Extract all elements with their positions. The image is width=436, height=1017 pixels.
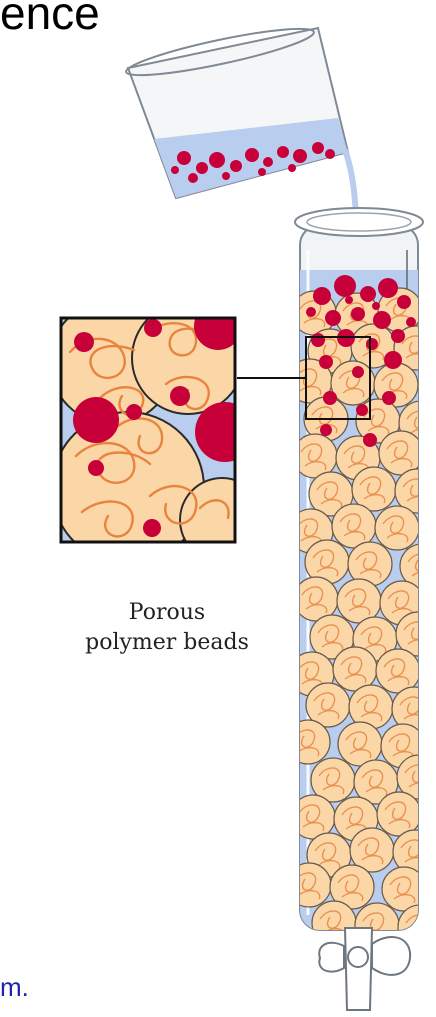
caption-line-2: polymer beads xyxy=(62,628,272,658)
polymer-bead xyxy=(286,720,330,764)
polymer-bead xyxy=(287,863,331,907)
polymer-bead xyxy=(331,361,375,405)
polymer-bead xyxy=(337,579,381,623)
polymer-bead xyxy=(375,506,419,550)
polymer-bead xyxy=(376,649,420,693)
polymer-bead xyxy=(333,647,377,691)
polymer-bead xyxy=(379,431,423,475)
caption-line-1: Porous xyxy=(62,598,272,628)
magnifier-inset-icon xyxy=(50,300,264,564)
polymer-bead xyxy=(294,577,338,621)
stopcock-icon xyxy=(319,928,410,1010)
bead-fiber xyxy=(406,915,431,941)
polymer-bead xyxy=(332,504,376,548)
polymer-bead xyxy=(377,792,421,836)
polymer-bead xyxy=(338,722,382,766)
footer-text: m. xyxy=(0,972,29,1003)
polymer-bead xyxy=(291,795,335,839)
chromatography-column-icon xyxy=(286,208,436,949)
column-bead-bed xyxy=(286,288,436,949)
polymer-bead xyxy=(382,867,426,911)
porous-beads-caption: Porous polymer beads xyxy=(62,598,272,658)
